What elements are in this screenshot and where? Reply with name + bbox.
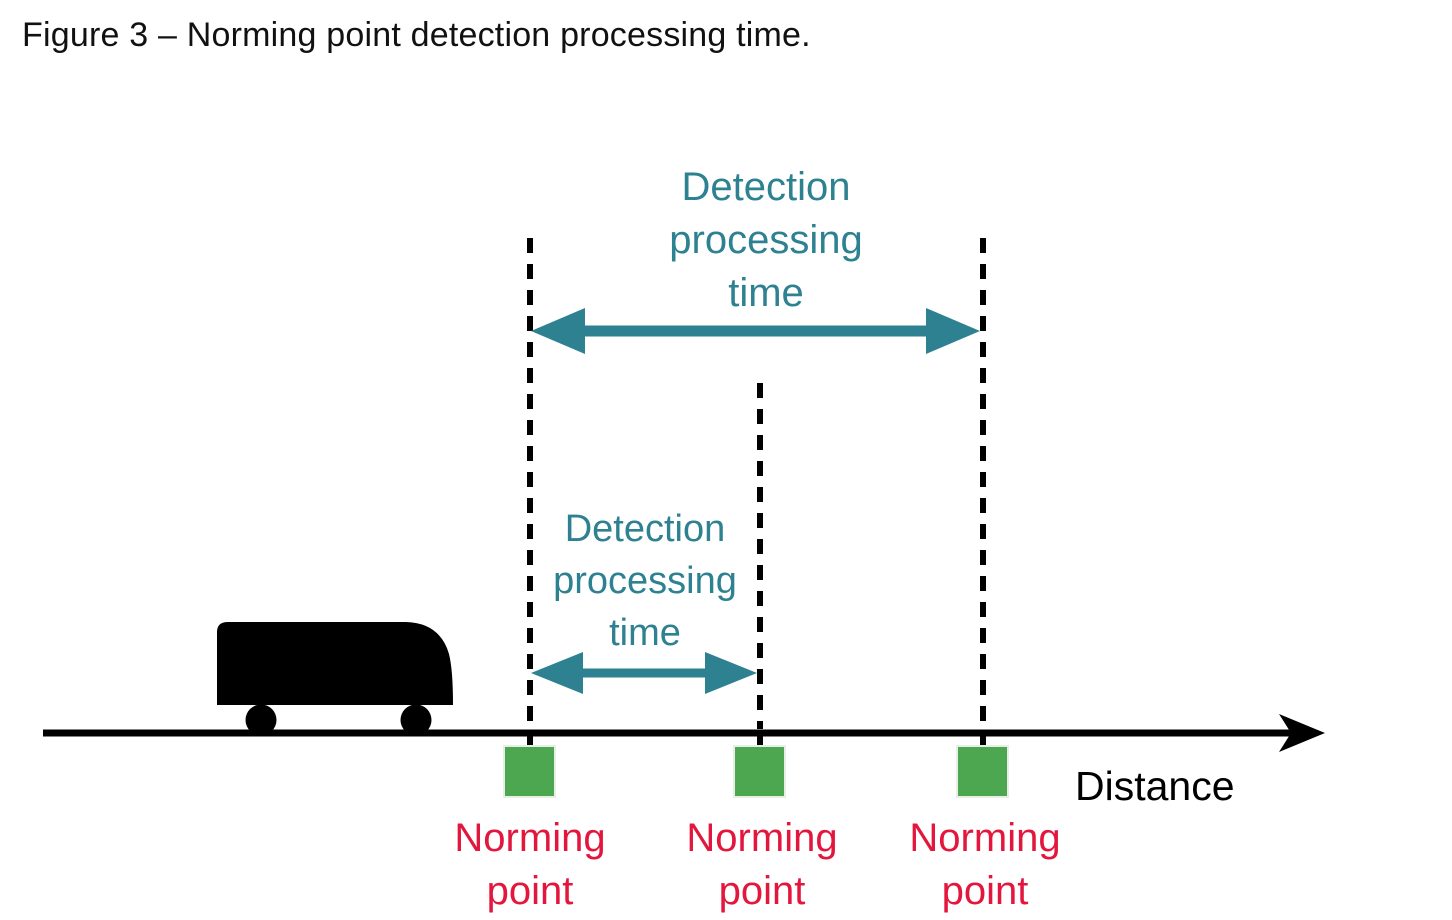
norming-point-marker-3 [956,745,1009,798]
label-line: Detection [681,165,851,209]
axis-right-arrowhead-icon [1279,714,1325,752]
norming-point-marker-1 [503,745,556,798]
detection-processing-time-label-mid: Detection processing time [495,503,795,659]
tick-norming-point-2 [757,736,763,746]
label-line: time [609,612,681,654]
distance-axis-label: Distance [1075,763,1235,809]
norming-point-label-1: Norming point [418,812,642,918]
label-line: Norming [909,816,1061,860]
label-line: processing [669,218,863,262]
label-line: point [486,869,574,913]
label-line: Norming [686,816,838,860]
vehicle-rear-wheel [245,704,277,736]
label-line: processing [553,560,737,602]
label-line: Detection [564,508,726,550]
vehicle-front-wheel [400,704,432,736]
detection-arrow-short-icon [531,652,757,694]
tick-norming-point-1 [527,736,533,746]
label-line: Norming [454,816,606,860]
vehicle-body [217,622,453,705]
detection-processing-time-label-top: Detection processing time [566,161,966,320]
label-line: point [718,869,806,913]
label-line: point [941,869,1029,913]
label-line: time [728,271,804,315]
figure-title: Figure 3 – Norming point detection proce… [22,16,811,54]
detection-arrow-long-icon [531,308,980,354]
norming-point-marker-2 [733,745,786,798]
norming-point-label-3: Norming point [873,812,1097,918]
norming-point-label-2: Norming point [650,812,874,918]
tick-norming-point-3 [980,736,986,746]
vehicle-icon [217,622,453,736]
